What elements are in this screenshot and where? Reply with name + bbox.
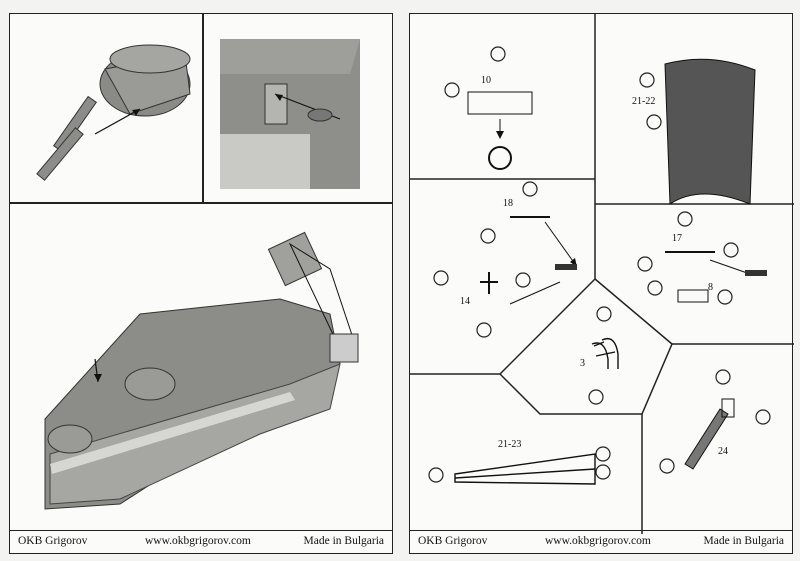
part-number-10: 10 [481, 75, 491, 86]
left-footer: OKB Grigorov www.okbgrigorov.com Made in… [10, 530, 392, 553]
footer-website: www.okbgrigorov.com [545, 535, 651, 547]
rotation-symbols [428, 46, 771, 483]
footer-brand: OKB Grigorov [18, 535, 88, 547]
footer-brand: OKB Grigorov [418, 535, 488, 547]
part-24-drawing [684, 398, 735, 470]
part-number-21-22: 21-22 [632, 96, 655, 107]
panel-dividers [410, 14, 794, 534]
turret-illustration [36, 39, 360, 510]
turret-drawing [36, 44, 191, 181]
part-21-23-drawing [454, 453, 596, 485]
part-number-14: 14 [460, 296, 470, 307]
vertical-divider [202, 14, 204, 202]
part-number-8: 8 [708, 282, 713, 293]
right-panels-svg: 10 21-22 18 14 17 8 [410, 14, 794, 534]
part-10-drawing [467, 91, 533, 170]
part-17-8-drawing [665, 251, 767, 303]
left-instruction-sheet: OKB Grigorov www.okbgrigorov.com Made in… [9, 13, 393, 554]
part-number-24: 24 [718, 446, 728, 457]
part-number-21-23: 21-23 [498, 439, 521, 450]
part-number-18: 18 [503, 198, 513, 209]
footer-origin: Made in Bulgaria [303, 535, 384, 547]
horizontal-divider [10, 202, 392, 204]
hull-detail-drawing [220, 39, 360, 189]
deck-drawing [44, 231, 359, 510]
part-number-17: 17 [672, 233, 682, 244]
part-18-14-drawing [480, 216, 577, 305]
part-number-3: 3 [580, 358, 585, 369]
footer-website: www.okbgrigorov.com [145, 535, 251, 547]
part-3-drawing [591, 337, 619, 369]
footer-origin: Made in Bulgaria [703, 535, 784, 547]
part-21-22-drawing [664, 58, 756, 205]
right-footer: OKB Grigorov www.okbgrigorov.com Made in… [410, 530, 792, 553]
right-instruction-sheet: 10 21-22 18 14 17 8 [409, 13, 794, 554]
